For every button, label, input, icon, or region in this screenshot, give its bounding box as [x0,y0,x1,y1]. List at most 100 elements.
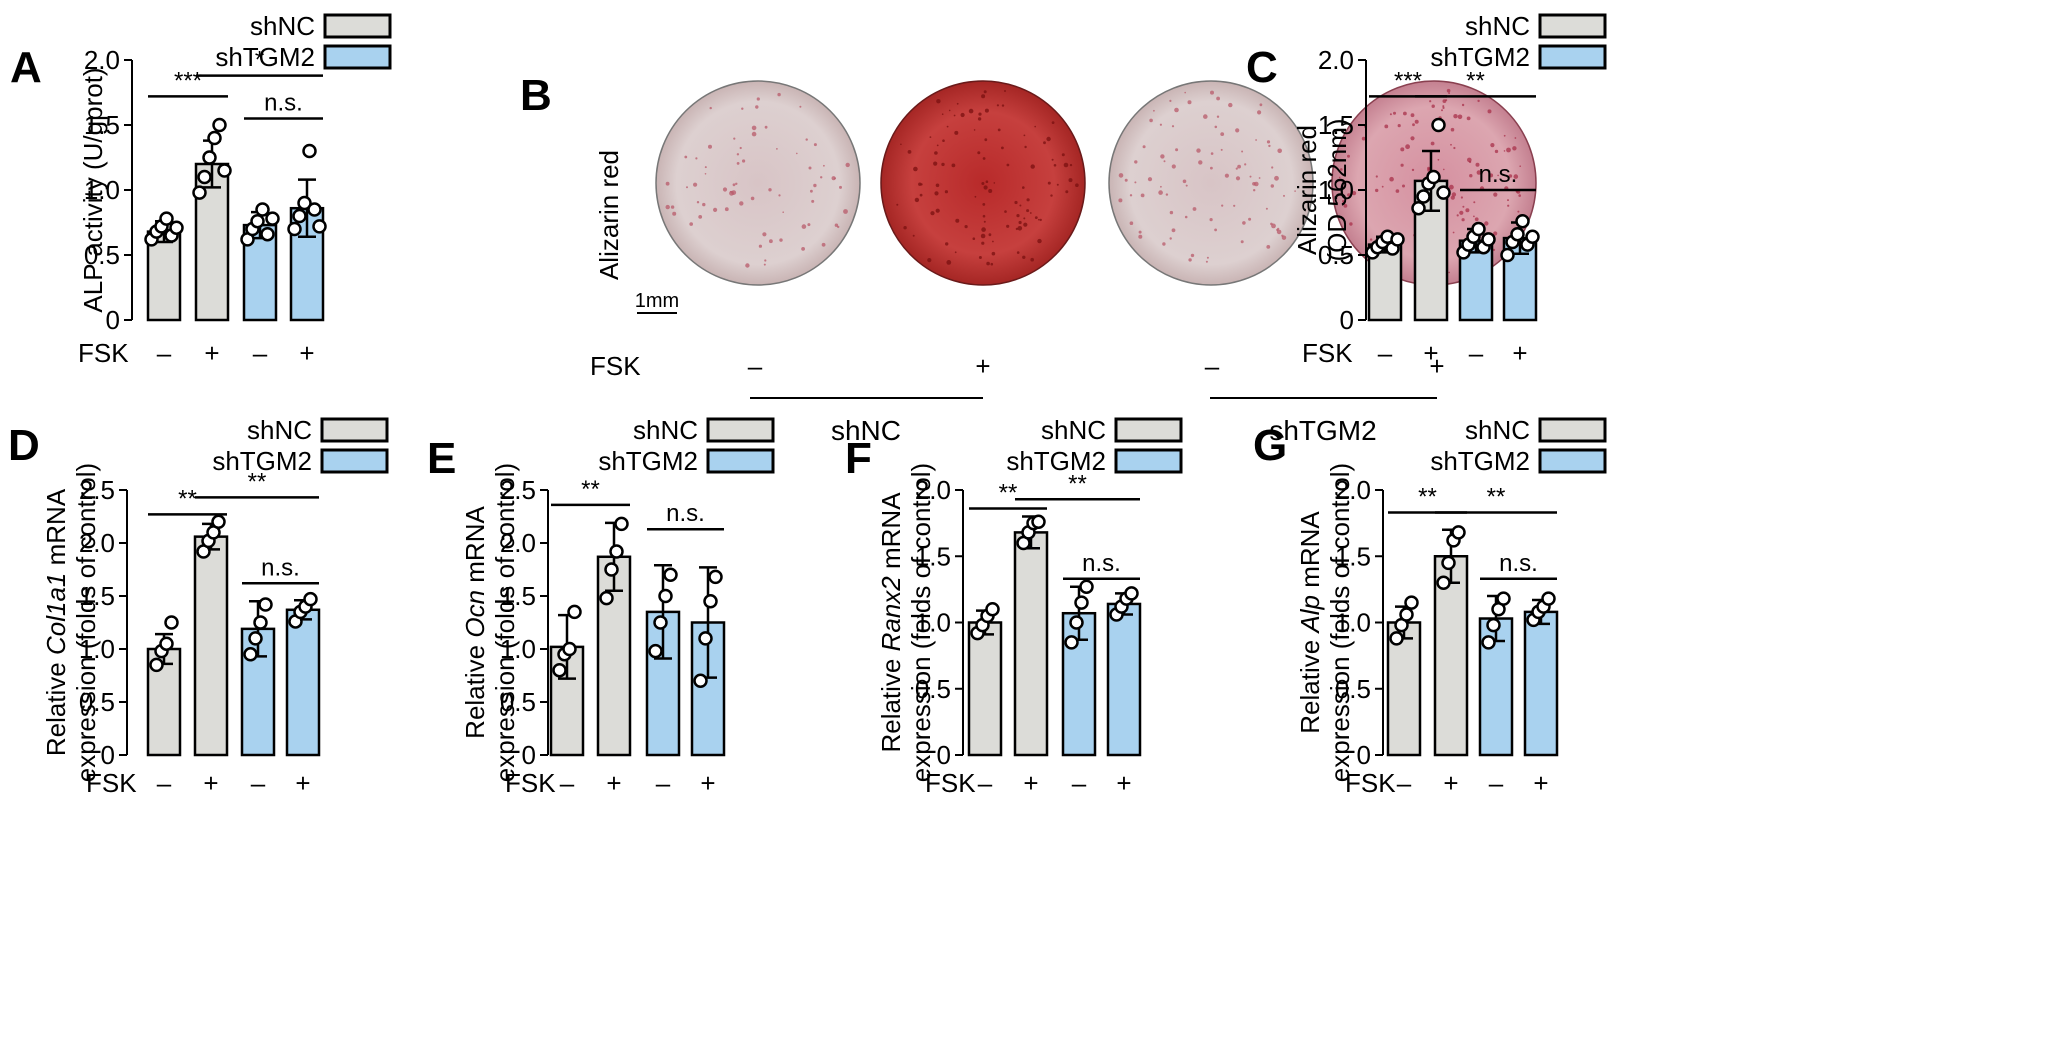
data-point [552,662,567,678]
y-axis-label-line2: expression (folds of control) [906,463,936,782]
data-point [609,544,624,559]
fsk-sign: + [203,768,218,798]
data-point [1481,635,1496,650]
data-point [217,163,232,178]
data-point [1124,586,1139,601]
legend-label-shtgm2: shTGM2 [598,446,698,476]
legend-swatch-shnc [1538,417,1607,443]
fsk-sign: – [656,768,671,798]
y-axis-label: Relative Alp mRNA [1295,511,1325,734]
fsk-sign: + [204,338,219,368]
y-tick-label: 2.0 [79,528,115,558]
data-point [614,516,629,532]
data-point [658,588,673,604]
group-label-shnc: shNC [831,415,901,446]
panel-letter-b: B [520,71,552,120]
data-point [192,185,207,200]
legend-label-shnc: shNC [1465,11,1530,41]
data-point [985,602,1000,617]
y-tick-label: 0.5 [915,674,951,704]
panel-letter-e: E [427,434,456,483]
data-point [1074,595,1089,610]
y-tick-label: 1.0 [500,634,536,664]
panel-letter-g: G [1253,421,1287,470]
y-tick-label: 0.5 [1318,240,1354,270]
data-point [1389,631,1404,646]
significance-label: ** [1418,484,1437,511]
fsk-label-b: FSK [590,351,641,381]
y-axis-label: Alizarin red [1292,125,1322,255]
significance-label: ** [1487,484,1506,511]
y-tick-label: 0 [101,740,115,770]
data-point [307,202,322,217]
fsk-label: FSK [1302,338,1353,368]
data-point [292,208,307,224]
fsk-sign: – [978,768,993,798]
y-tick-label: 2.0 [1335,475,1371,505]
bar [193,535,229,757]
data-point [302,143,317,159]
fsk-sign: – [251,768,266,798]
y-tick-label: 0 [522,740,536,770]
data-point [243,647,258,662]
data-point [207,130,222,146]
y-tick-label: 1.5 [915,541,951,571]
data-point [653,615,668,630]
data-point [1390,232,1405,247]
data-point [253,615,268,630]
y-tick-label: 2.0 [915,475,951,505]
data-point [211,514,226,530]
legend-label-shtgm2: shTGM2 [1006,446,1106,476]
data-point [260,226,275,242]
bar [549,645,585,757]
data-point [1069,615,1084,630]
fsk-sign: – [1072,768,1087,798]
fsk-sign: – [1489,768,1504,798]
bar [1433,555,1469,757]
y-tick-label: 1.5 [84,110,120,140]
y-axis-label-line2: expression (folds of control) [490,463,520,782]
y-axis-label-line2: (OD 562nm) [1322,118,1352,261]
y-axis-label: Relative Ocn mRNA [460,506,490,739]
dish-shnc-minus [655,80,861,286]
data-point [1541,591,1556,606]
fsk-sign: + [700,768,715,798]
data-point [202,150,217,165]
fsk-sign: + [1116,768,1131,798]
fsk-sign: + [299,338,314,368]
y-tick-label: 1.0 [1335,608,1371,638]
significance-label: ** [178,485,197,512]
legend-label-shnc: shNC [1041,415,1106,445]
data-point [159,636,174,651]
significance-label: n.s. [1082,550,1121,577]
data-point [599,590,614,606]
data-point [312,219,327,234]
bar [1013,531,1049,757]
data-point [1031,514,1046,530]
dish-shtgm2-minus [1108,80,1314,286]
data-point [1436,185,1451,200]
fsk-label: FSK [925,768,976,798]
data-point [248,631,263,646]
y-tick-label: 2.0 [1318,45,1354,75]
data-point [562,641,577,657]
fsk-label: FSK [505,768,556,798]
bar [1386,621,1422,757]
fsk-label: FSK [78,338,129,368]
legend-swatch-shtgm2 [706,448,775,474]
y-tick-label: 2.0 [500,528,536,558]
data-point [1411,200,1426,216]
significance-label: ** [1466,67,1485,94]
y-tick-label: 0 [1357,740,1371,770]
legend-swatch-shtgm2 [320,448,389,474]
data-point [1500,247,1515,263]
data-point [1426,169,1441,185]
legend-label-shtgm2: shTGM2 [215,42,315,72]
data-point [648,643,663,659]
